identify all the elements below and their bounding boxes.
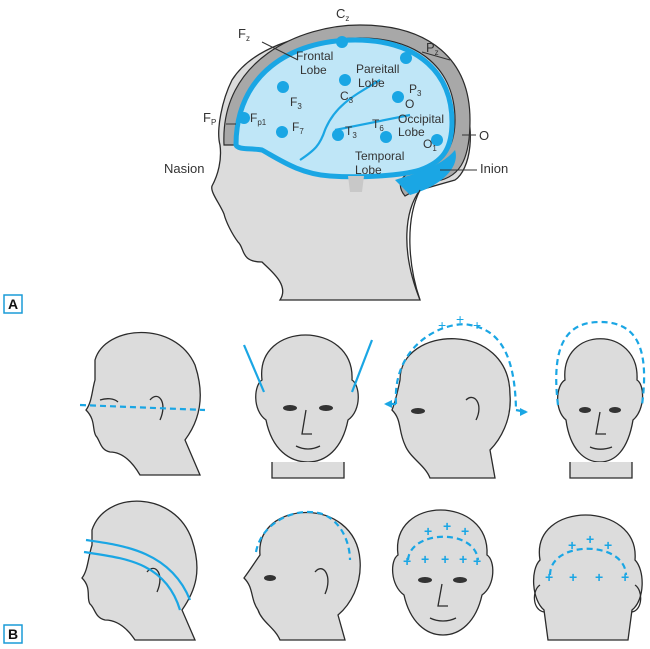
b-head-6-eye	[264, 575, 276, 581]
label-frontal-1: Frontal	[296, 49, 333, 63]
label-inion: Inion	[480, 161, 508, 176]
b-head-4-eye-l	[579, 407, 591, 413]
label-nasion: Nasion	[164, 161, 204, 176]
b-head-2-line-r	[352, 340, 372, 392]
label-pz: Pz	[426, 40, 439, 57]
label-temporal-2: Lobe	[355, 163, 382, 177]
b-head-3-arrowhead-l	[384, 400, 392, 408]
panel-a-letter: A	[8, 296, 18, 312]
b-head-1-shape	[86, 333, 200, 476]
electrode-pz-dot	[400, 52, 412, 64]
label-occipital-2: Lobe	[398, 125, 425, 139]
b-head-7-plus-8: +	[459, 551, 467, 567]
b-head-8-plus-2: +	[568, 537, 576, 553]
b-head-8-plus-5: +	[621, 569, 629, 585]
label-fz: Fz	[238, 26, 250, 43]
electrode-cz	[336, 36, 348, 48]
label-parietal-2: Lobe	[358, 76, 385, 90]
b-head-4-eye-r	[609, 407, 621, 413]
b-head-7-plus-4: +	[461, 523, 469, 539]
b-head-3-mark-3: +	[473, 317, 481, 333]
electrode-f7	[276, 126, 288, 138]
electrode-fp1	[238, 112, 250, 124]
b-head-7-plus-6: +	[421, 551, 429, 567]
b-head-7-plus-2: +	[424, 523, 432, 539]
b-head-3-mark-2: +	[456, 311, 464, 327]
label-occipital-1: Occipital	[398, 112, 444, 126]
b-head-2-eye-l	[283, 405, 297, 411]
label-frontal-2: Lobe	[300, 63, 327, 77]
b-head-8-plus-4: +	[604, 537, 612, 553]
panel-a-head	[212, 25, 477, 300]
label-temporal-1: Temporal	[355, 149, 404, 163]
label-o-mid: O	[405, 97, 414, 111]
b-head-2-line-l	[244, 345, 264, 392]
ear-stub	[348, 176, 364, 192]
b-head-2	[244, 335, 372, 478]
b-head-3-arrowhead-r	[520, 408, 528, 416]
b-head-3-shape	[392, 339, 510, 478]
label-o-right: O	[479, 128, 489, 143]
b-head-8-plus-6: +	[569, 569, 577, 585]
panel-b-letter: B	[8, 626, 18, 642]
b-head-8-plus-3: +	[586, 531, 594, 547]
b-head-8-plus-7: +	[595, 569, 603, 585]
b-head-4-shape	[558, 339, 643, 462]
b-head-8-plus-1: +	[545, 569, 553, 585]
b-head-5-shape	[82, 501, 197, 640]
b-head-6	[244, 512, 360, 640]
electrode-c3	[339, 74, 351, 86]
label-parietal-1: Pareitall	[356, 62, 399, 76]
label-fp: FP	[203, 110, 216, 127]
b-head-7: + + + + + + + +	[393, 510, 493, 635]
electrode-p3	[392, 91, 404, 103]
panel-b-badge: B	[4, 625, 22, 643]
b-head-2-neck	[272, 462, 344, 478]
b-head-7-plus-3: +	[443, 518, 451, 534]
electrode-f3	[277, 81, 289, 93]
b-head-4	[556, 322, 644, 478]
b-head-2-eye-r	[319, 405, 333, 411]
b-head-3-mark-1: +	[438, 317, 446, 333]
b-head-3-eye	[411, 408, 425, 414]
b-head-2-shape	[256, 335, 359, 462]
b-head-7-eye-r	[453, 577, 467, 583]
b-head-4-neck	[570, 462, 632, 478]
electrode-t3	[332, 129, 344, 141]
panel-a-badge: A	[4, 295, 22, 313]
b-head-8: + + + + + + +	[534, 515, 643, 640]
label-cz: Cz	[336, 6, 349, 23]
b-head-1	[80, 333, 205, 476]
b-head-7-plus-7: +	[441, 551, 449, 567]
b-head-7-plus-1: +	[403, 553, 411, 569]
b-head-3: + + +	[384, 311, 528, 478]
b-head-5	[82, 501, 197, 640]
b-head-7-eye-l	[418, 577, 432, 583]
b-head-7-plus-5: +	[473, 553, 481, 569]
